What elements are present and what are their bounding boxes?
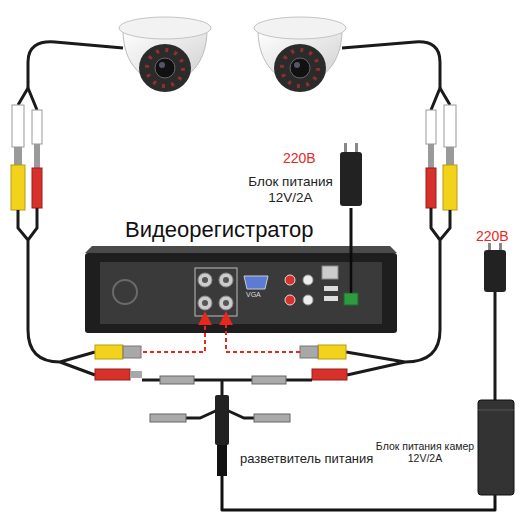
camera-lens-housing [274,44,326,92]
camera-lens [155,58,175,78]
bnc-metal [300,346,318,358]
dc-plug [32,168,42,208]
bnc-pin [223,277,229,283]
bnc-input [198,273,212,287]
adapter-body [340,152,362,206]
dc-plug [32,110,42,144]
port-label: VGA [246,291,261,298]
splitter-box: разветвитель питания [210,440,388,476]
plug-body [484,250,506,292]
dc-plug [160,376,194,384]
psu-body [478,400,514,495]
splitter-body [215,395,229,445]
camera-base [254,17,346,39]
rca-port [303,295,313,305]
dc-plug [254,414,290,422]
dvr-title: Видеорегистратор [125,217,375,242]
bnc-metal [446,147,454,165]
power-adapter [340,143,362,206]
power-cable [350,253,353,293]
power-jack [344,293,358,305]
ir-leds [147,50,183,86]
dc-plug [150,414,186,422]
dvr-body [85,253,397,333]
signal-arrow [226,314,300,352]
camera-lens [290,58,310,78]
bnc-plug [95,345,123,359]
psu-edge [478,410,514,411]
video-input-frame [195,268,237,316]
bnc-input [198,296,212,310]
bnc-plug [318,345,346,359]
camera-power-supply [478,243,514,500]
lens-glare [159,62,165,68]
dvr-back-panel [100,262,382,324]
adapter-label: Блок питания 12V/2A [238,174,343,205]
dvr-box: Видеорегистратор [85,253,397,333]
dvr-unit [85,246,397,333]
cable [342,42,440,88]
vga-port [244,276,268,289]
bnc-metal [123,346,141,358]
splitter-label: разветвитель питания [240,452,388,467]
dc-plug [426,168,436,208]
dc-plug [252,376,286,384]
power-cable [494,292,497,400]
lens-glare [294,62,300,68]
power-cable [350,208,353,253]
plug-prong [355,143,358,153]
bnc-pin [202,277,208,283]
cable [28,42,123,88]
dc-metal [34,144,40,168]
rca-port [303,275,313,285]
bnc-plug [11,165,25,210]
dvr-top [85,246,397,253]
plug-prong [344,143,347,153]
dc-metal [428,144,434,168]
dome-camera [119,17,211,92]
psu-label: Блок питания камер 12V/2A [366,440,484,464]
bnc-metal [14,147,22,165]
dc-plug [426,110,436,144]
dc-metal [130,371,142,378]
dc-plug [312,369,347,380]
splitter-tail [217,445,227,476]
dc-plug [95,369,130,380]
rca-port [285,275,295,285]
bnc-plug [12,105,24,147]
bnc-plug [444,105,456,147]
bnc-input [219,296,233,310]
bnc-pin [202,300,208,306]
adapter-box: 220В Блок питания 12V/2A [238,148,363,208]
fan-grille [113,280,137,304]
bnc-input [219,273,233,287]
net-port [322,266,338,279]
cable [18,208,95,375]
usb-port [324,286,338,291]
psu-box: 220ВБлок питания камер 12V/2A [378,228,513,500]
dome-camera [254,17,346,92]
bnc-pin [223,300,229,306]
power-cable [222,476,495,510]
power-cable [494,495,497,500]
usb-port [324,296,338,301]
bnc-plug [443,165,457,210]
signal-arrow [143,314,205,352]
rca-port [285,295,295,305]
voltage-label: 220В [476,228,516,244]
camera-base [119,17,211,39]
ir-leds [282,50,318,86]
camera-lens-housing [139,44,191,92]
voltage-label: 220В [283,150,333,166]
